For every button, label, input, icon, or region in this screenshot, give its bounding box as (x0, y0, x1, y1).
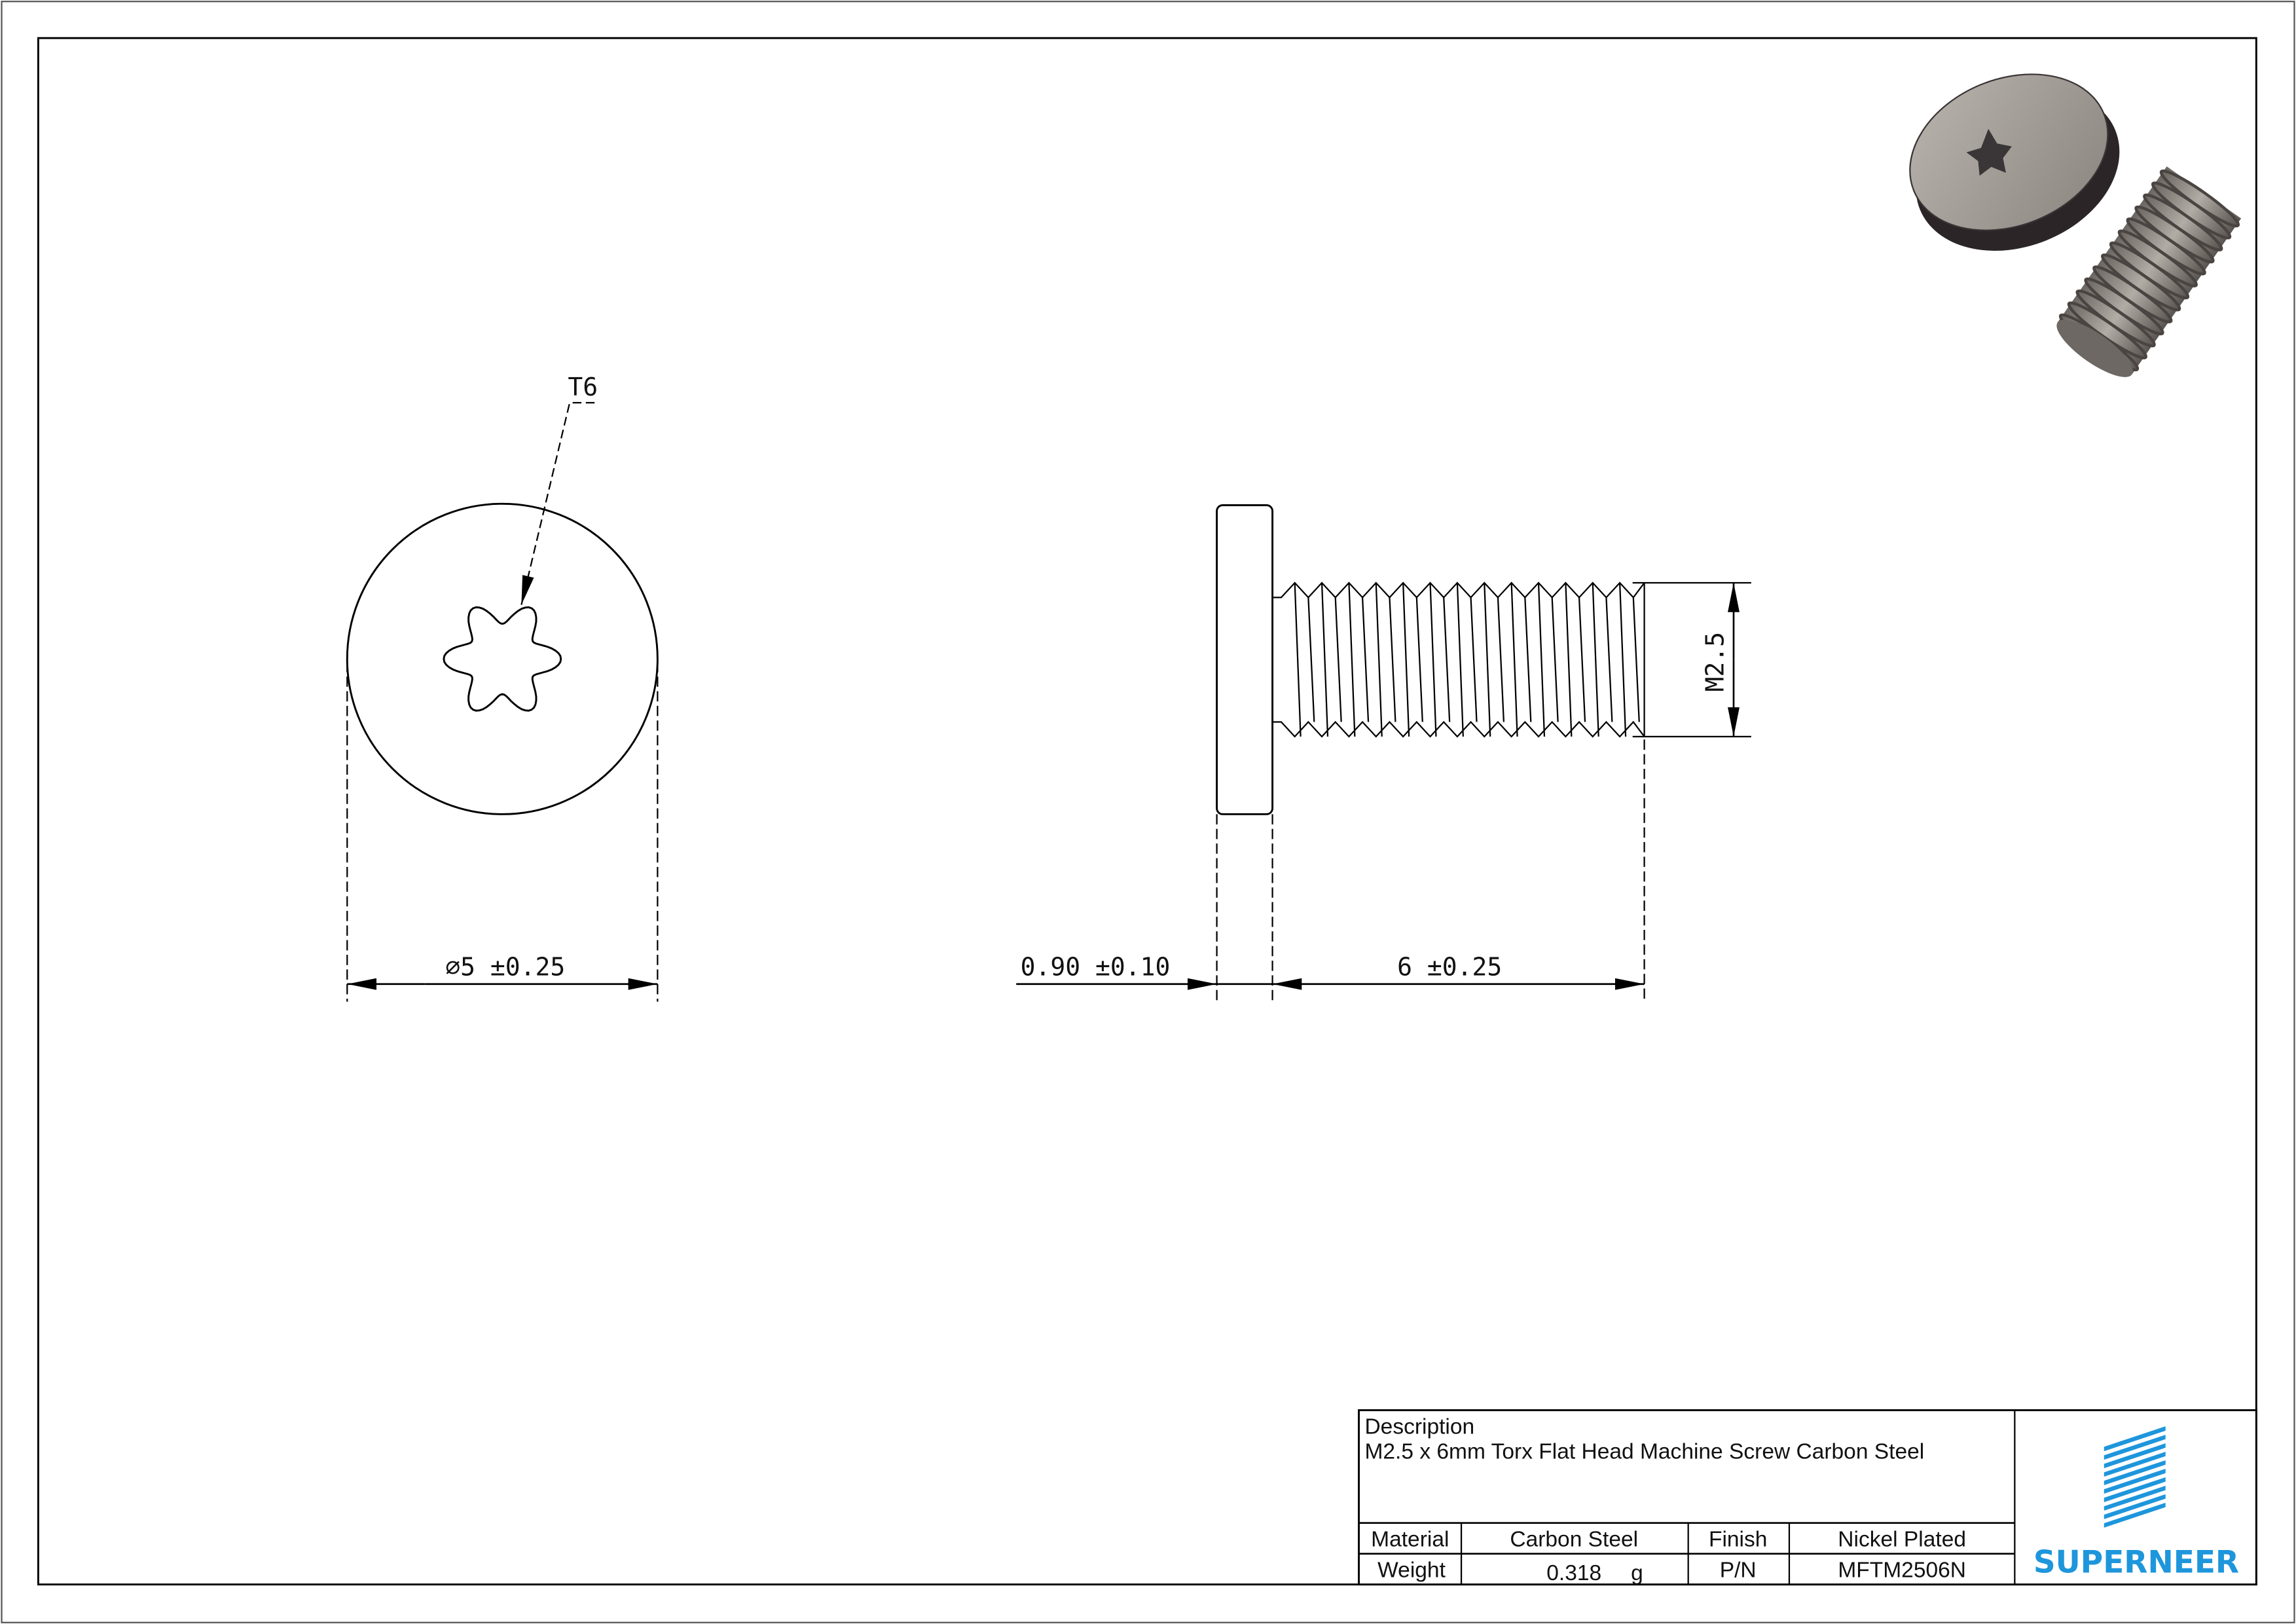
pn-label: P/N (1720, 1558, 1757, 1582)
front-view: T6 ⌀5 ±0.25 (346, 373, 659, 1002)
screw-head (1216, 504, 1274, 815)
diameter-dimension: ⌀5 ±0.25 (445, 952, 565, 981)
logo-stripe (2104, 1426, 2166, 1452)
material-label: Material (1371, 1527, 1449, 1551)
logo-text: SUPERNEER (2033, 1545, 2239, 1581)
logo-stripe (2104, 1494, 2166, 1519)
pn-value: MFTM2506N (1838, 1558, 1966, 1582)
logo-stripe (2104, 1443, 2166, 1469)
logo-stripe (2104, 1468, 2166, 1494)
side-view: M2.5 0.90 ±0.10 6 ±0.25 (1016, 504, 1751, 1002)
weight-value: 0.318 (1546, 1561, 1601, 1585)
weight-label: Weight (1377, 1558, 1446, 1582)
head-outline (346, 502, 659, 815)
finish-value: Nickel Plated (1838, 1527, 1966, 1551)
description-value: M2.5 x 6mm Torx Flat Head Machine Screw … (1364, 1439, 1924, 1464)
drive-callout: T6 (568, 373, 598, 401)
logo-stripe (2104, 1435, 2166, 1460)
thread-body (1271, 581, 1645, 738)
head-height-dimension: 0.90 ±0.10 (1021, 952, 1171, 981)
length-dimension: 6 ±0.25 (1397, 952, 1502, 981)
sheet-border (37, 37, 2257, 1586)
weight-unit: g (1631, 1561, 1643, 1585)
logo-stripe (2104, 1460, 2166, 1486)
logo-stripe (2104, 1477, 2166, 1502)
superneer-logo: SUPERNEER (2033, 1426, 2239, 1581)
screw-3d-render (1909, 73, 2242, 377)
finish-label: Finish (1709, 1527, 1767, 1551)
torx-recess (443, 606, 562, 712)
thread-dimension: M2.5 (1700, 632, 1729, 692)
logo-stripe (2104, 1485, 2166, 1511)
t6-leader: T6 (520, 373, 598, 605)
logo-stripe (2104, 1502, 2166, 1528)
material-value: Carbon Steel (1510, 1527, 1638, 1551)
logo-stripe (2104, 1452, 2166, 1477)
title-block: Description M2.5 x 6mm Torx Flat Head Ma… (1358, 1409, 2257, 1586)
description-label: Description (1364, 1414, 1474, 1439)
